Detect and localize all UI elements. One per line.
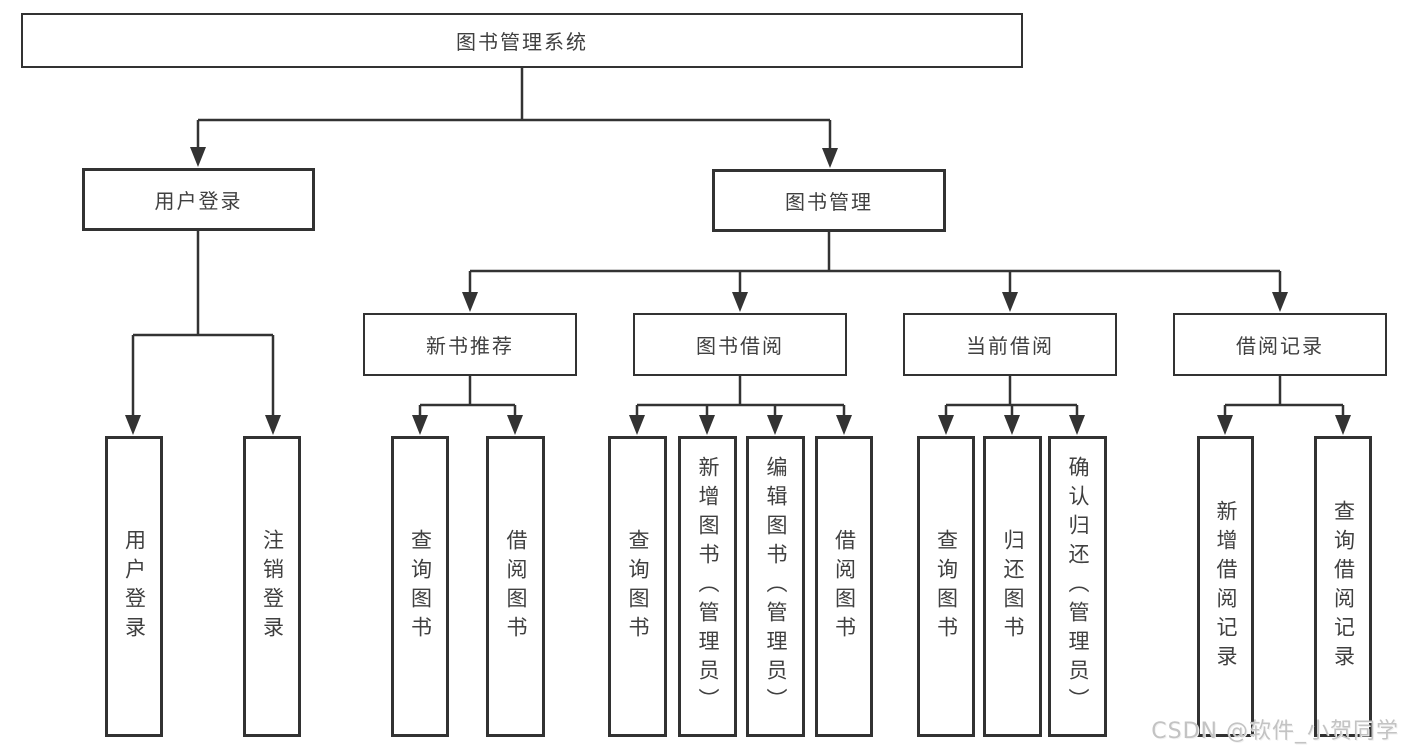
node-current-borrow: 当前借阅 [903, 313, 1117, 376]
leaf-logout: 注销登录 [243, 436, 301, 737]
arrow-down-icon [507, 415, 523, 435]
arrow-down-icon [629, 415, 645, 435]
leaf-br-add-record: 新增借阅记录 [1197, 436, 1254, 737]
leaf-bb-query-books-label: 查询图书 [626, 528, 650, 645]
leaf-nbr-query-books-label: 查询图书 [408, 528, 433, 645]
connector-new-book-recommend-children [418, 376, 517, 418]
node-root: 图书管理系统 [21, 13, 1023, 68]
arrow-down-icon [1069, 415, 1085, 435]
arrow-down-icon [836, 415, 852, 435]
node-borrow-records-label: 借阅记录 [1236, 334, 1324, 358]
node-new-book-recommend-label: 新书推荐 [426, 334, 514, 358]
leaf-bb-borrow-books: 借阅图书 [815, 436, 873, 737]
arrow-down-icon [190, 147, 206, 167]
leaf-nbr-query-books: 查询图书 [391, 436, 449, 737]
node-user-login: 用户登录 [82, 168, 315, 231]
arrow-down-icon [265, 415, 281, 435]
node-book-borrow: 图书借阅 [633, 313, 847, 376]
arrow-down-icon [732, 292, 748, 312]
leaf-bb-add-books-admin-label: 新增图书（管理员） [696, 456, 720, 717]
leaf-cb-confirm-return-admin: 确认归还（管理员） [1048, 436, 1107, 737]
leaf-br-query-record: 查询借阅记录 [1314, 436, 1372, 737]
leaf-user-login: 用户登录 [105, 436, 163, 737]
node-root-label: 图书管理系统 [456, 30, 588, 54]
leaf-cb-confirm-return-admin-label: 确认归还（管理员） [1066, 456, 1090, 717]
arrow-down-icon [822, 148, 838, 168]
leaf-cb-return-books: 归还图书 [983, 436, 1042, 737]
leaf-user-login-label: 用户登录 [122, 528, 147, 645]
leaf-logout-label: 注销登录 [260, 528, 285, 645]
connector-root-to-level1 [196, 68, 832, 151]
node-book-mgmt-label: 图书管理 [785, 190, 873, 214]
node-new-book-recommend: 新书推荐 [363, 313, 577, 376]
leaf-bb-borrow-books-label: 借阅图书 [832, 528, 857, 645]
arrow-down-icon [767, 415, 783, 435]
leaf-br-add-record-label: 新增借阅记录 [1214, 499, 1238, 674]
leaf-bb-query-books: 查询图书 [608, 436, 667, 737]
arrow-down-icon [125, 415, 141, 435]
arrow-down-icon [1002, 292, 1018, 312]
csdn-watermark: CSDN @软件_小贺同学 [1151, 719, 1399, 744]
arrow-down-icon [699, 415, 715, 435]
leaf-nbr-borrow-books-label: 借阅图书 [504, 528, 528, 645]
leaf-nbr-borrow-books: 借阅图书 [486, 436, 545, 737]
connector-book-borrow-children [635, 376, 846, 418]
arrow-down-icon [1217, 415, 1233, 435]
node-book-mgmt: 图书管理 [712, 169, 946, 232]
arrow-down-icon [1272, 292, 1288, 312]
connector-user-login-children [131, 231, 275, 418]
arrow-down-icon [1335, 415, 1351, 435]
node-user-login-label: 用户登录 [154, 189, 243, 213]
leaf-br-query-record-label: 查询借阅记录 [1331, 499, 1356, 674]
node-borrow-records: 借阅记录 [1173, 313, 1387, 376]
leaf-cb-return-books-label: 归还图书 [1001, 528, 1025, 645]
node-current-borrow-label: 当前借阅 [966, 334, 1054, 358]
leaf-cb-query-books: 查询图书 [917, 436, 975, 737]
connector-current-borrow-children [944, 376, 1079, 418]
leaf-bb-edit-books-admin: 编辑图书（管理员） [746, 436, 805, 737]
leaf-cb-query-books-label: 查询图书 [934, 528, 959, 645]
leaf-bb-add-books-admin: 新增图书（管理员） [678, 436, 737, 737]
node-book-borrow-label: 图书借阅 [696, 334, 784, 358]
arrow-down-icon [1004, 415, 1020, 435]
leaf-bb-edit-books-admin-label: 编辑图书（管理员） [764, 456, 788, 717]
arrow-down-icon [938, 415, 954, 435]
arrow-down-icon [462, 292, 478, 312]
arrow-down-icon [412, 415, 428, 435]
connector-borrow-records-children [1223, 376, 1345, 418]
connector-book-mgmt-children [468, 232, 1282, 295]
